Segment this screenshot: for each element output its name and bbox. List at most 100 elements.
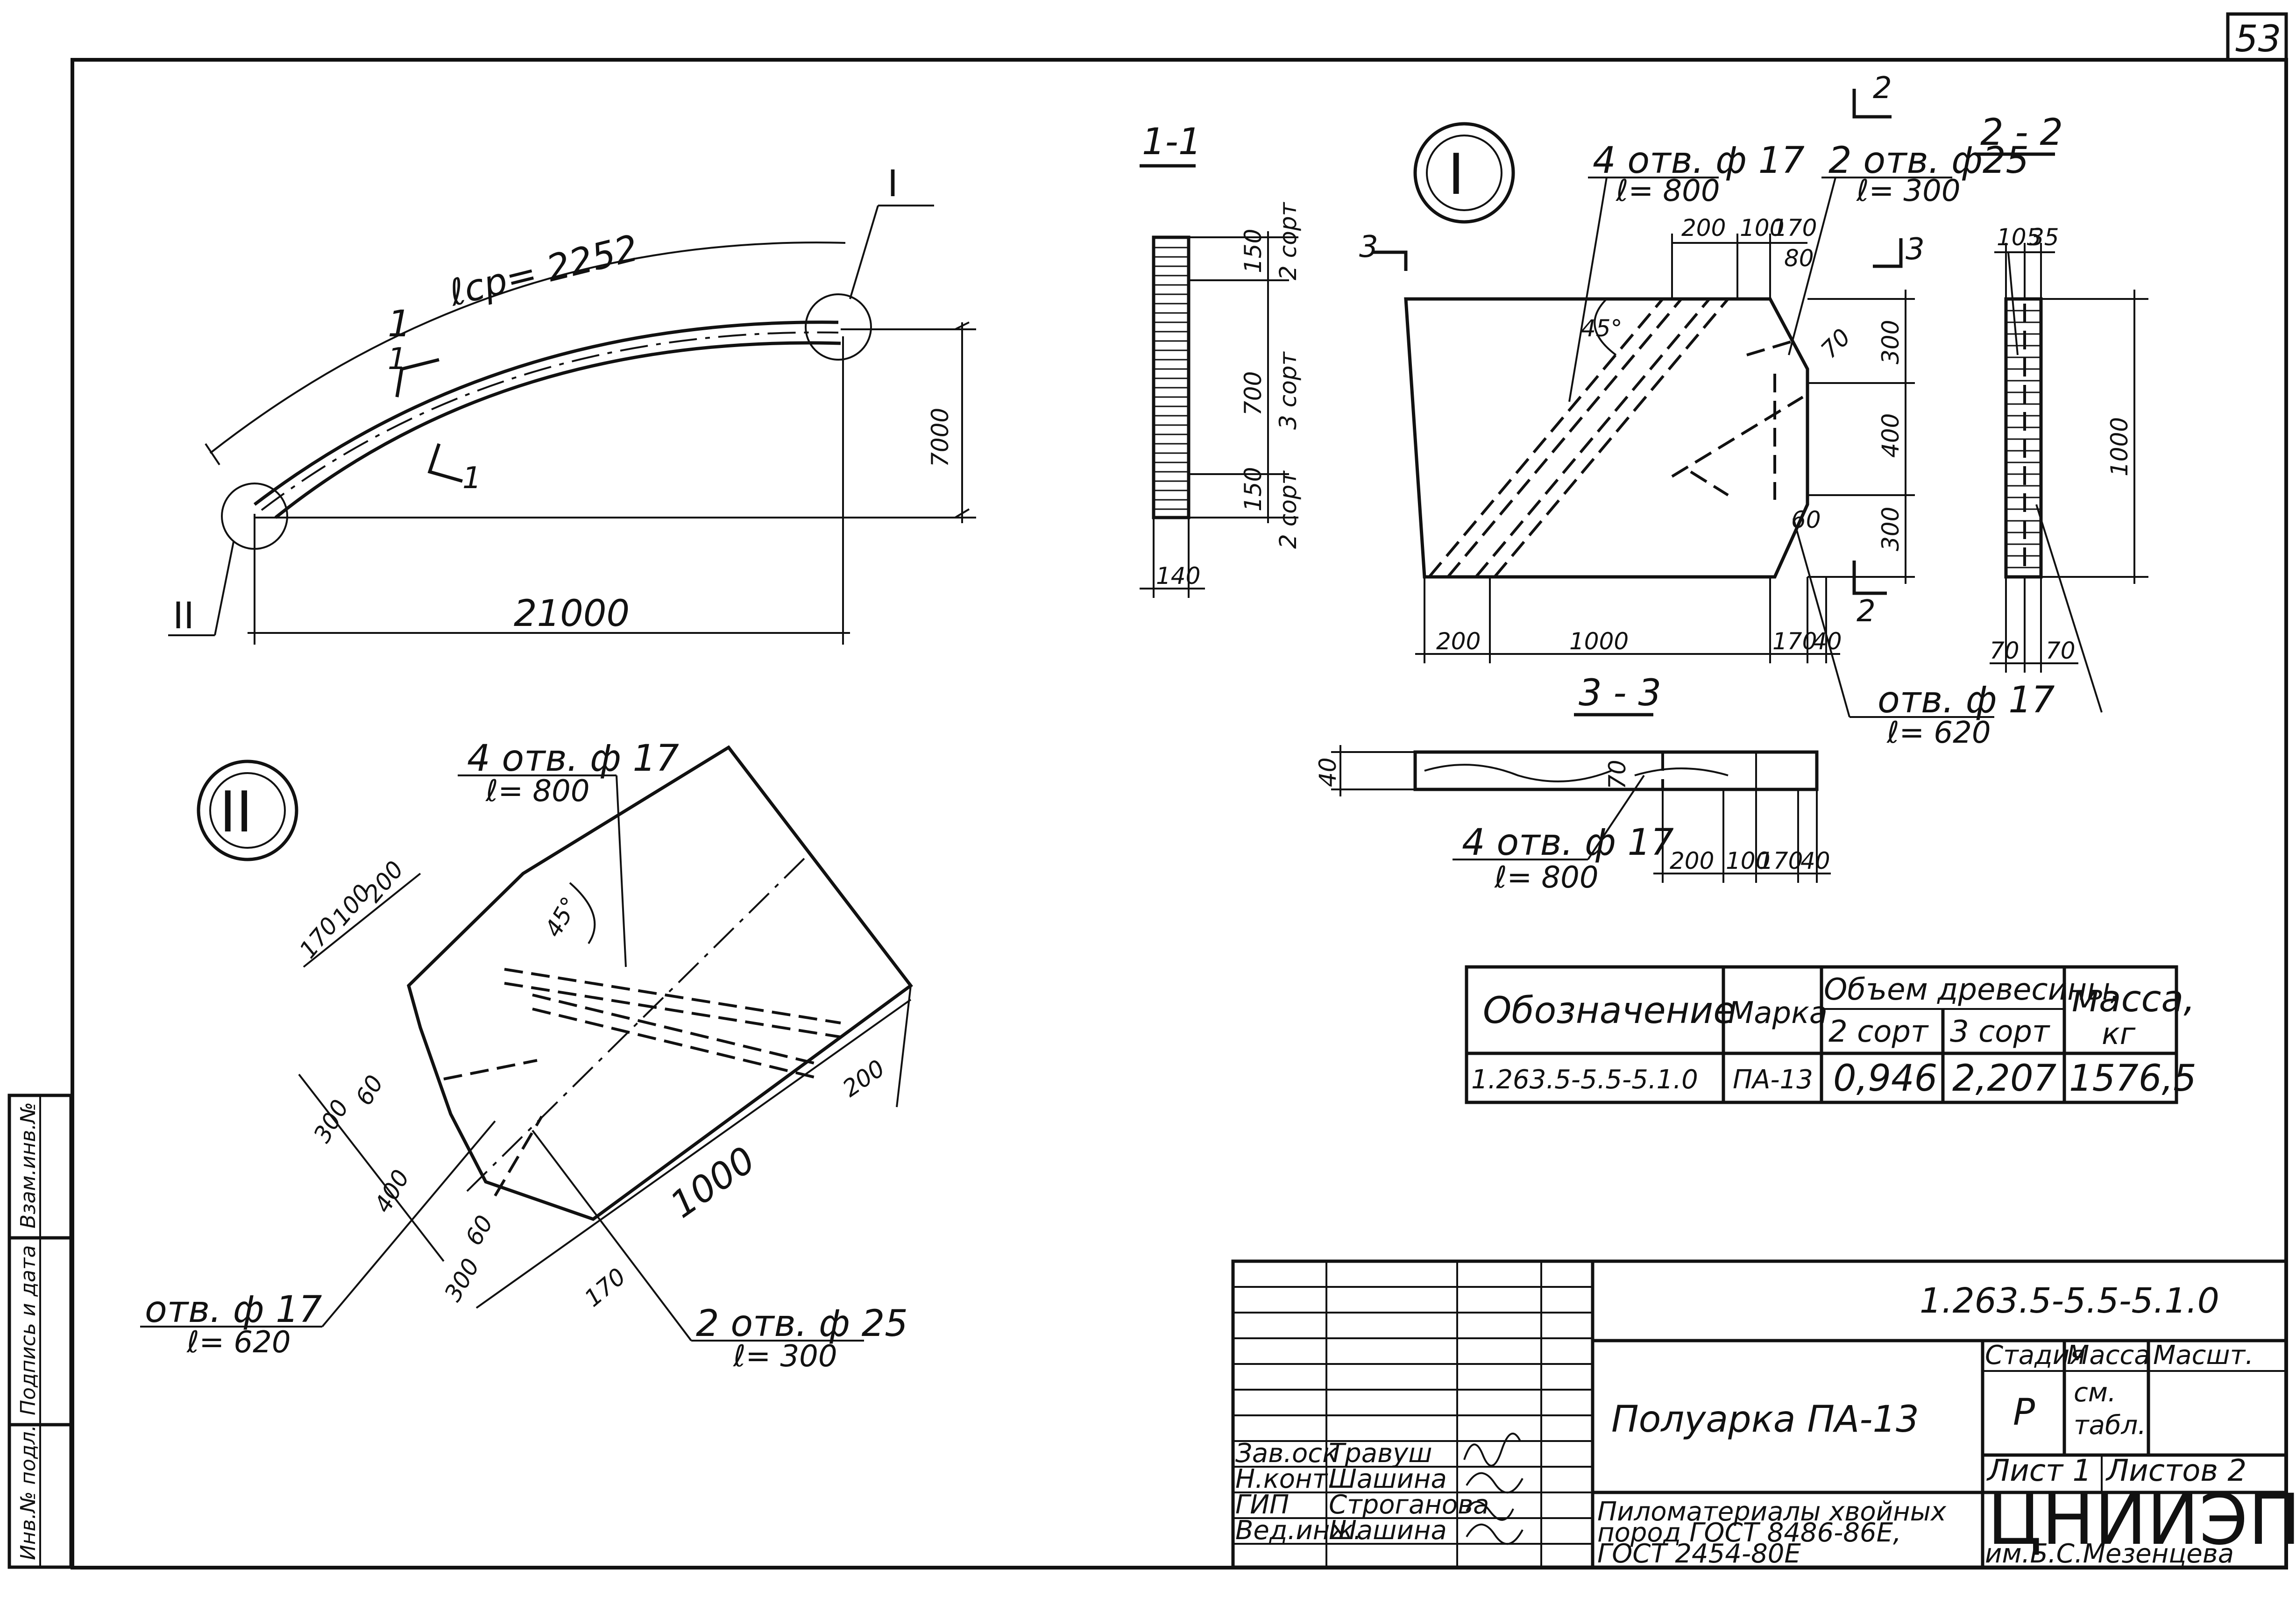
main-span: 21000: [514, 593, 630, 635]
node-II-left-dim-3: 300: [439, 1254, 485, 1306]
section-2-2-bottom-dim-1: 70: [1990, 637, 2020, 664]
section-2-2-top-dim-1: 105: [1997, 224, 2041, 251]
section-3-3-holes-len: ℓ= 800: [1494, 860, 1599, 895]
node-I-holes-b-len: ℓ= 300: [1856, 174, 1961, 208]
spec-table: Обозначение Марка Объем древесины, масса…: [1465, 965, 2197, 1104]
side-stamp-sign: Подпись и дата: [16, 1245, 40, 1415]
spec-header-mark: Марка: [1728, 996, 1828, 1030]
node-I-hole-c-len: ℓ= 620: [1886, 716, 1991, 750]
title-role-4: Вед.инж.: [1235, 1515, 1362, 1546]
title-mass-2: табл.: [2074, 1410, 2146, 1441]
title-org-sub: им.Б.С.Мезенцева: [1985, 1539, 2234, 1569]
node-II-holes-b: 2 отв. ф 25: [696, 1303, 908, 1345]
section-3-3-bottom-dim-4: 40: [1800, 847, 1830, 874]
title-sheets: Листов 2: [2105, 1454, 2246, 1488]
node-I-cut-2-top: 2: [1873, 71, 1892, 106]
title-stage: Р: [2013, 1392, 2035, 1434]
node-I-right-dim-3: 300: [1877, 507, 1904, 551]
main-cut-mark-2: 1: [462, 461, 482, 496]
spec-header-mass: масса,: [2071, 978, 2195, 1020]
section-1-1: 1-1 150 700 150 2 сорт 3 сорт: [1140, 121, 1302, 598]
section-1-1-dim-top: 150: [1240, 229, 1267, 273]
section-1-1-grade-top: 2 сорт: [1275, 201, 1302, 280]
section-3-3-mid-dim: 70: [1604, 760, 1631, 789]
title-org: ЦНИИЭП: [1987, 1479, 2296, 1561]
section-1-1-hatch: [1154, 247, 1189, 510]
spec-cell-grade-3: 2,207: [1952, 1058, 2056, 1100]
node-II-holes-a-len: ℓ= 800: [485, 774, 590, 809]
title-person-3: Строганова: [1329, 1490, 1489, 1520]
node-I-cut-3-right: 3: [1906, 232, 1925, 267]
title-material-3: ГОСТ 2454-80Е: [1597, 1539, 1801, 1569]
sheet-frame: 53: [71, 12, 2288, 1569]
title-mass-1: см.: [2074, 1378, 2116, 1408]
node-II-left-dim-1: 300: [308, 1095, 354, 1147]
node-I-top-dim-2: 100: [1740, 214, 1784, 241]
node-I-bottom-dim-4: 40: [1812, 628, 1842, 655]
section-3-3: 3 - 3 40 70 4 отв. ф 17 ℓ= 800 200 100 1…: [1314, 672, 1831, 895]
title-role-3: ГИП: [1235, 1490, 1289, 1520]
node-II-holes-b-len: ℓ= 300: [733, 1339, 837, 1374]
node-II-length: 1000: [663, 1139, 763, 1227]
title-mass-header: Масса: [2067, 1340, 2150, 1371]
section-1-1-width: 140: [1156, 562, 1200, 589]
title-sheet: Лист 1: [1986, 1454, 2091, 1488]
title-person-4: Шашина: [1329, 1515, 1447, 1546]
spec-cell-mass: 1576,5: [2069, 1058, 2197, 1100]
node-I-right-dim-1: 300: [1877, 320, 1904, 364]
spec-header-volume: Объем древесины,: [1824, 973, 2120, 1007]
section-2-2-bottom-dim-2: 70: [2046, 637, 2076, 664]
node-I-angle: 45°: [1581, 315, 1623, 342]
node-II-title: II: [220, 780, 253, 845]
node-I-dim-70: 70: [1815, 323, 1856, 363]
signatures: [1463, 1433, 1524, 1545]
spec-header-designation: Обозначение: [1483, 990, 1736, 1032]
node-II-callout: II: [173, 595, 194, 637]
section-2-2-height: 1000: [2106, 417, 2133, 476]
section-1-1-title: 1-1: [1142, 121, 1201, 163]
node-II-angle-60: 60: [350, 1071, 389, 1110]
section-3-3-bottom-dim-2: 100: [1726, 847, 1770, 874]
spec-subheader-grade-3: 3 сорт: [1950, 1015, 2050, 1049]
side-stamp-inv: Инв.№ подл.: [16, 1425, 40, 1560]
node-I-cut-3-left: 3: [1359, 230, 1378, 264]
node-II-angle: 45°: [539, 892, 584, 942]
main-arc-length: ℓср= 2252: [444, 227, 643, 315]
title-scale-header: Масшт.: [2153, 1340, 2253, 1371]
section-2-2-title: 2 - 2: [1980, 112, 2063, 154]
title-code: 1.263.5-5.5-5.1.0: [1920, 1281, 2219, 1321]
section-3-3-bottom-dim-1: 200: [1670, 847, 1714, 874]
section-1-1-grade-mid: 3 сорт: [1275, 351, 1302, 430]
title-material-2: пород ГОСТ 8486-86Е,: [1597, 1518, 1901, 1548]
node-I-dim-80: 80: [1784, 245, 1814, 272]
main-view: 7000 21000 ℓср= 2252 1 I II 1 1: [168, 163, 976, 645]
title-person-2: Шашина: [1329, 1464, 1447, 1494]
node-I: I 45° 4 отв. ф 17 ℓ= 800 2 отв. ф25 ℓ= 3…: [1359, 71, 2055, 750]
node-I-holes-a-len: ℓ= 800: [1616, 174, 1720, 208]
node-II: II 45° 4 отв. ф 17 ℓ= 800 170 100 200 60…: [140, 738, 913, 1374]
side-stamp-replace: Взам.инв.№: [16, 1102, 40, 1229]
title-block: 1.263.5-5.5-5.1.0 Полуарка ПА-13 Пиломат…: [1231, 1259, 2296, 1569]
title-role-2: Н.конт.: [1235, 1464, 1336, 1494]
section-3-3-left-dim: 40: [1314, 757, 1341, 787]
node-I-bottom-dim-2: 1000: [1569, 628, 1629, 655]
sheet-number: 53: [2235, 18, 2281, 60]
node-I-callout: I: [887, 163, 898, 205]
node-II-hole-c: отв. ф 17: [145, 1289, 322, 1331]
title-role-1: Зав.оск: [1235, 1438, 1338, 1469]
node-I-holes-a: 4 отв. ф 17: [1593, 140, 1805, 182]
section-2-2: 2 - 2 1000 105 35 70: [1976, 112, 2148, 713]
node-I-title: I: [1448, 142, 1464, 207]
node-II-hole-c-len: ℓ= 620: [186, 1325, 291, 1360]
section-1-1-grade-bottom: 2 сорт: [1275, 470, 1302, 549]
spec-subheader-grade-2: 2 сорт: [1828, 1015, 1929, 1049]
section-3-3-bottom-dim-3: 170: [1758, 847, 1803, 874]
main-arc-mark: 1: [388, 303, 411, 345]
node-I-right-dim-2: 400: [1877, 413, 1904, 458]
spec-cell-grade-2: 0,946: [1833, 1058, 1937, 1100]
node-II-width: 200: [838, 1055, 890, 1102]
title-material-1: Пиломатериалы хвойных: [1597, 1497, 1947, 1527]
title-stage-header: Стадия: [1985, 1340, 2085, 1371]
main-rise: 7000: [927, 408, 954, 467]
